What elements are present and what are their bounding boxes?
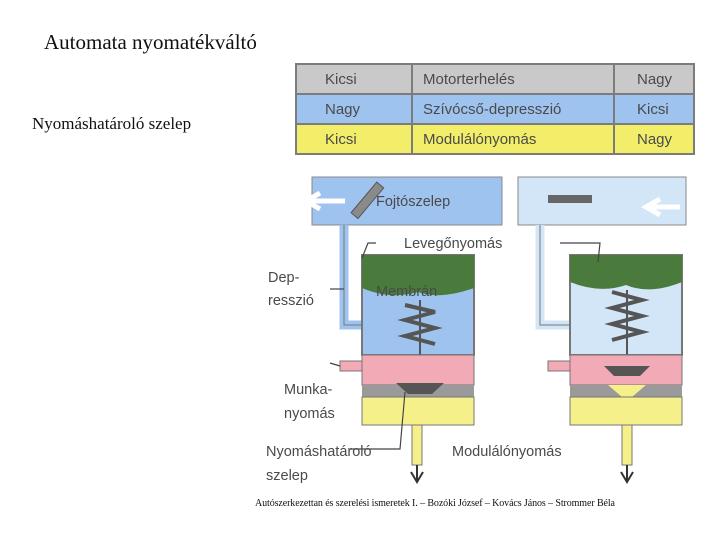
legend-cell: Kicsi	[295, 63, 413, 95]
source-caption: Autószerkezettan és szerelési ismeretek …	[255, 498, 615, 509]
slide-subtitle: Nyomáshatároló szelep	[32, 114, 192, 133]
label-depresszio-2: resszió	[268, 293, 314, 309]
modulated-chamber-right	[569, 396, 683, 426]
throttle-plate-icon	[350, 181, 385, 220]
legend-cell: Modulálónyomás	[411, 123, 615, 155]
legend-cell: Nagy	[613, 63, 695, 95]
throttle-plate-open-icon	[548, 195, 592, 203]
label-depresszio-1: Dep-	[268, 270, 300, 286]
label-nyomashatarolo-1: Nyomáshatároló	[266, 444, 372, 460]
pressure-chamber-left	[361, 354, 475, 386]
leader-line	[350, 391, 406, 450]
outlet-left	[411, 424, 423, 466]
inlet-pipe-right	[547, 360, 571, 372]
flow-arrow-right-icon	[640, 196, 680, 218]
legend-cell: Szívócső-depresszió	[411, 93, 615, 125]
legend-cell: Nagy	[295, 93, 413, 125]
membrane-right	[570, 255, 682, 290]
legend-cell: Kicsi	[613, 93, 695, 125]
vacuum-line-left	[339, 225, 362, 330]
vacuum-line-outline	[343, 225, 362, 326]
outlet-right	[621, 424, 633, 466]
legend-cell: Nagy	[613, 123, 695, 155]
outlet-arrow-left-icon	[410, 465, 424, 484]
label-fojtoszelep: Fojtószelep	[376, 194, 450, 210]
label-modulalonyomas: Modulálónyomás	[452, 444, 562, 460]
legend-cell: Kicsi	[295, 123, 413, 155]
slide-title: Automata nyomatékváltó	[44, 30, 257, 54]
legend-row-engine-load: Kicsi Motorterhelés Nagy	[295, 63, 695, 95]
valve-opening-right	[608, 385, 646, 397]
membrane-left	[362, 255, 474, 296]
outlet-arrow-right-icon	[620, 465, 634, 484]
label-nyomashatarolo-2: szelep	[266, 468, 308, 484]
label-levegonyomas: Levegőnyomás	[404, 236, 502, 252]
right-valve	[517, 176, 687, 484]
leader-line	[329, 362, 341, 367]
legend-row-manifold-vacuum: Nagy Szívócső-depresszió Kicsi	[295, 93, 695, 125]
inlet-pipe-left	[339, 360, 363, 372]
modulated-chamber-left	[361, 396, 475, 426]
valve-poppet-right	[604, 366, 650, 376]
vacuum-line-right	[535, 225, 570, 330]
legend-table: Kicsi Motorterhelés Nagy Nagy Szívócső-d…	[295, 63, 695, 155]
leader-line	[361, 242, 376, 259]
label-munkanyomas-2: nyomás	[284, 406, 335, 422]
valve-poppet-left	[396, 383, 444, 394]
leader-line	[560, 242, 601, 263]
legend-cell: Motorterhelés	[411, 63, 615, 95]
label-membran: Membrán	[376, 284, 437, 300]
spring-right-icon	[604, 290, 650, 342]
vacuum-line-outline	[539, 225, 570, 326]
flow-arrow-left-icon	[300, 190, 345, 212]
left-valve	[300, 176, 503, 484]
legend-row-modulated-pressure: Kicsi Modulálónyomás Nagy	[295, 123, 695, 155]
label-munkanyomas-1: Munka-	[284, 382, 333, 398]
